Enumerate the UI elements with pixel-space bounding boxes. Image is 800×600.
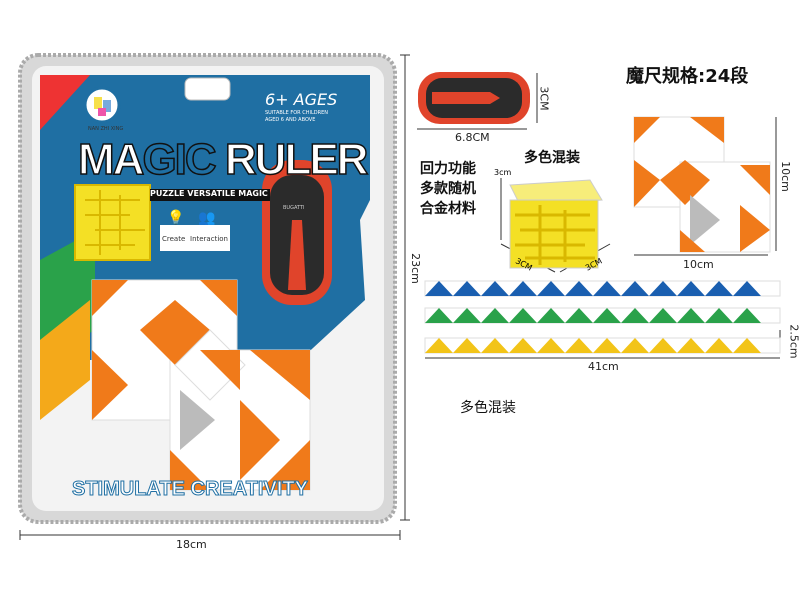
color-strip — [424, 280, 781, 297]
age-sub1: SUITABLE FOR CHILDREN — [265, 110, 328, 116]
strip-segment — [425, 281, 453, 296]
package-card — [18, 53, 397, 524]
interaction-label: Interaction — [190, 235, 228, 243]
strip-segment — [593, 338, 621, 353]
strip-segment — [537, 338, 565, 353]
car-image — [418, 72, 530, 124]
color-strip — [424, 337, 781, 354]
mixed-colors-top: 多色混装 — [524, 150, 580, 166]
maze-cube-image — [509, 179, 603, 269]
strip-segment — [649, 338, 677, 353]
strip-segment — [509, 281, 537, 296]
strip-segment — [453, 281, 481, 296]
strip-segment — [565, 308, 593, 323]
strip-segment — [733, 281, 761, 296]
car-height-label: 3CM — [537, 86, 551, 111]
strip-segment — [593, 308, 621, 323]
age-sub2: AGED 6 AND ABOVE — [265, 117, 316, 123]
feature-2: 多款随机 — [420, 181, 476, 197]
title-part2: GIC — [142, 134, 218, 185]
strip-segment — [705, 308, 733, 323]
car-text: BUGATTI — [283, 205, 305, 211]
strip-segment — [565, 338, 593, 353]
strip-segment — [677, 281, 705, 296]
strip-segment — [649, 308, 677, 323]
maze-cube-package — [74, 184, 151, 261]
strip-segment — [537, 308, 565, 323]
strip-segment — [425, 308, 453, 323]
strip-segment — [453, 308, 481, 323]
magic-ruler-package — [91, 279, 311, 491]
title-part3: RULER — [214, 134, 369, 185]
car-width-label: 6.8CM — [455, 131, 490, 144]
package-height-label: 23cm — [408, 253, 422, 284]
feature-1: 回力功能 — [420, 161, 476, 177]
strip-segment — [425, 338, 453, 353]
slogan: STIMULATE CREATIVITY — [72, 478, 309, 501]
strip-segment — [677, 308, 705, 323]
strip-segment — [649, 281, 677, 296]
package-title: MAGIC RULER — [77, 134, 369, 185]
strip-segment — [481, 338, 509, 353]
strip-segment — [537, 281, 565, 296]
strip-segment — [593, 281, 621, 296]
people-icon: 👥 — [198, 210, 216, 226]
strip-segment — [733, 338, 761, 353]
strip-segment — [621, 338, 649, 353]
strip-segment — [509, 338, 537, 353]
strip-segment — [621, 281, 649, 296]
strip-segment — [733, 308, 761, 323]
strip-segment — [453, 338, 481, 353]
color-strip — [424, 307, 781, 324]
lightbulb-icon: 💡 — [167, 210, 185, 226]
feature-3: 合金材料 — [420, 201, 476, 217]
age-title: 6+ AGES — [265, 90, 338, 109]
car-package — [262, 160, 332, 305]
title-part1: MA — [77, 134, 145, 185]
package-width-label: 18cm — [176, 538, 207, 551]
strip-segment — [677, 338, 705, 353]
strip-segment — [705, 338, 733, 353]
magic-ruler-image — [633, 116, 771, 253]
package-subtitle: PUZZLE VERSATILE MAGIC — [150, 189, 270, 201]
create-label: Create — [162, 235, 186, 243]
strip-height-label: 2.5cm — [787, 324, 800, 359]
ruler-height-label: 10cm — [778, 161, 792, 192]
color-strips — [424, 280, 781, 354]
cube-height-label: 3cm — [494, 168, 512, 177]
strip-segment — [621, 308, 649, 323]
spec-label: 魔尺规格:24段 — [626, 66, 749, 87]
strip-segment — [565, 281, 593, 296]
brand-name: NAN ZHI XING — [88, 126, 124, 132]
mixed-colors-bottom: 多色混装 — [460, 400, 516, 416]
strip-segment — [509, 308, 537, 323]
ruler-width-label: 10cm — [683, 258, 714, 271]
strip-segment — [481, 308, 509, 323]
strip-segment — [481, 281, 509, 296]
strip-segment — [705, 281, 733, 296]
strip-length-label: 41cm — [588, 360, 619, 373]
